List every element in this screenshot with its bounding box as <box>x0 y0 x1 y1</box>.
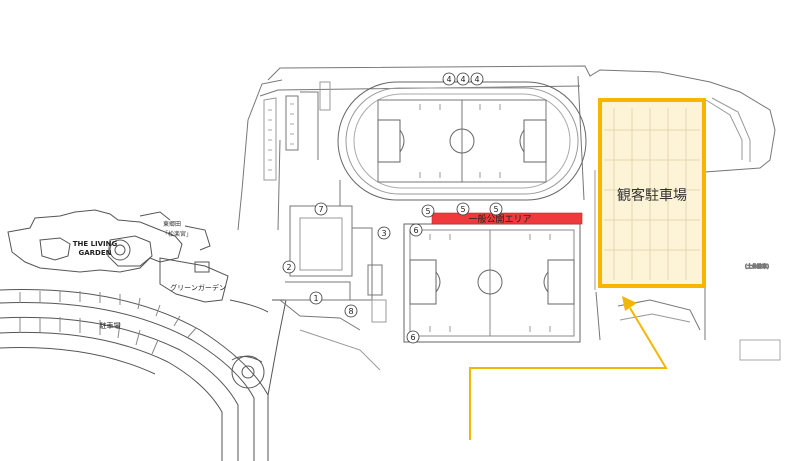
athletics-stadium <box>337 81 587 201</box>
spectator-parking-area <box>600 100 704 286</box>
route-line <box>469 307 668 440</box>
shrine-label: 「松楽宮」 <box>162 230 192 238</box>
svg-text:8: 8 <box>348 307 353 316</box>
marker: 5 <box>421 204 435 218</box>
svg-text:4: 4 <box>446 75 451 84</box>
site-outline: (土休駐車) <box>237 65 781 371</box>
public-area-strip <box>431 212 583 225</box>
green-garden-label: グリーンガーデン <box>170 283 226 292</box>
marker: 6 <box>406 330 420 344</box>
marker: 8 <box>344 304 358 318</box>
marker: 3 <box>377 226 391 240</box>
svg-text:6: 6 <box>410 333 415 342</box>
public-area-label: 一般公開エリア <box>468 213 531 225</box>
living-garden-label-1: THE LIVING <box>73 240 118 248</box>
marker: 4 <box>442 72 456 86</box>
svg-text:4: 4 <box>474 75 479 84</box>
marker: 4 <box>456 72 470 86</box>
route-arrowhead <box>622 296 637 311</box>
spectator-parking-border <box>598 98 706 288</box>
route-arrow <box>469 296 668 440</box>
marker: 2 <box>282 260 296 274</box>
shrine-label-top: 東郷田 <box>163 220 181 228</box>
marker: 6 <box>409 223 423 237</box>
living-garden-label-2: GARDEN <box>78 249 111 257</box>
spectator-parking-label: 観客駐車場 <box>617 187 687 204</box>
svg-text:2: 2 <box>286 263 291 272</box>
living-garden-labels: 東郷田 「松楽宮」 THE LIVING GARDEN グリーンガーデン 駐車場 <box>73 220 226 330</box>
marker: 5 <box>489 202 503 216</box>
markers: 4 4 4 7 5 5 5 3 6 2 1 8 6 <box>282 72 503 344</box>
marker: 7 <box>314 202 328 216</box>
svg-text:5: 5 <box>460 205 465 214</box>
spectator-parking: 観客駐車場 <box>598 98 706 288</box>
parking-stalls <box>604 108 700 280</box>
svg-text:7: 7 <box>318 205 323 214</box>
svg-text:1: 1 <box>313 294 318 303</box>
marker: 4 <box>470 72 484 86</box>
svg-text:6: 6 <box>413 226 418 235</box>
lower-parking-label: 駐車場 <box>100 321 121 330</box>
marker: 1 <box>309 291 323 305</box>
living-garden-area <box>0 209 287 461</box>
svg-text:(土休駐車): (土休駐車) <box>745 263 769 270</box>
marker: 5 <box>456 202 470 216</box>
svg-text:4: 4 <box>460 75 465 84</box>
svg-text:5: 5 <box>493 205 498 214</box>
public-area: 一般公開エリア <box>431 212 583 225</box>
svg-text:3: 3 <box>381 229 386 238</box>
svg-text:5: 5 <box>425 207 430 216</box>
lower-field <box>403 223 581 343</box>
